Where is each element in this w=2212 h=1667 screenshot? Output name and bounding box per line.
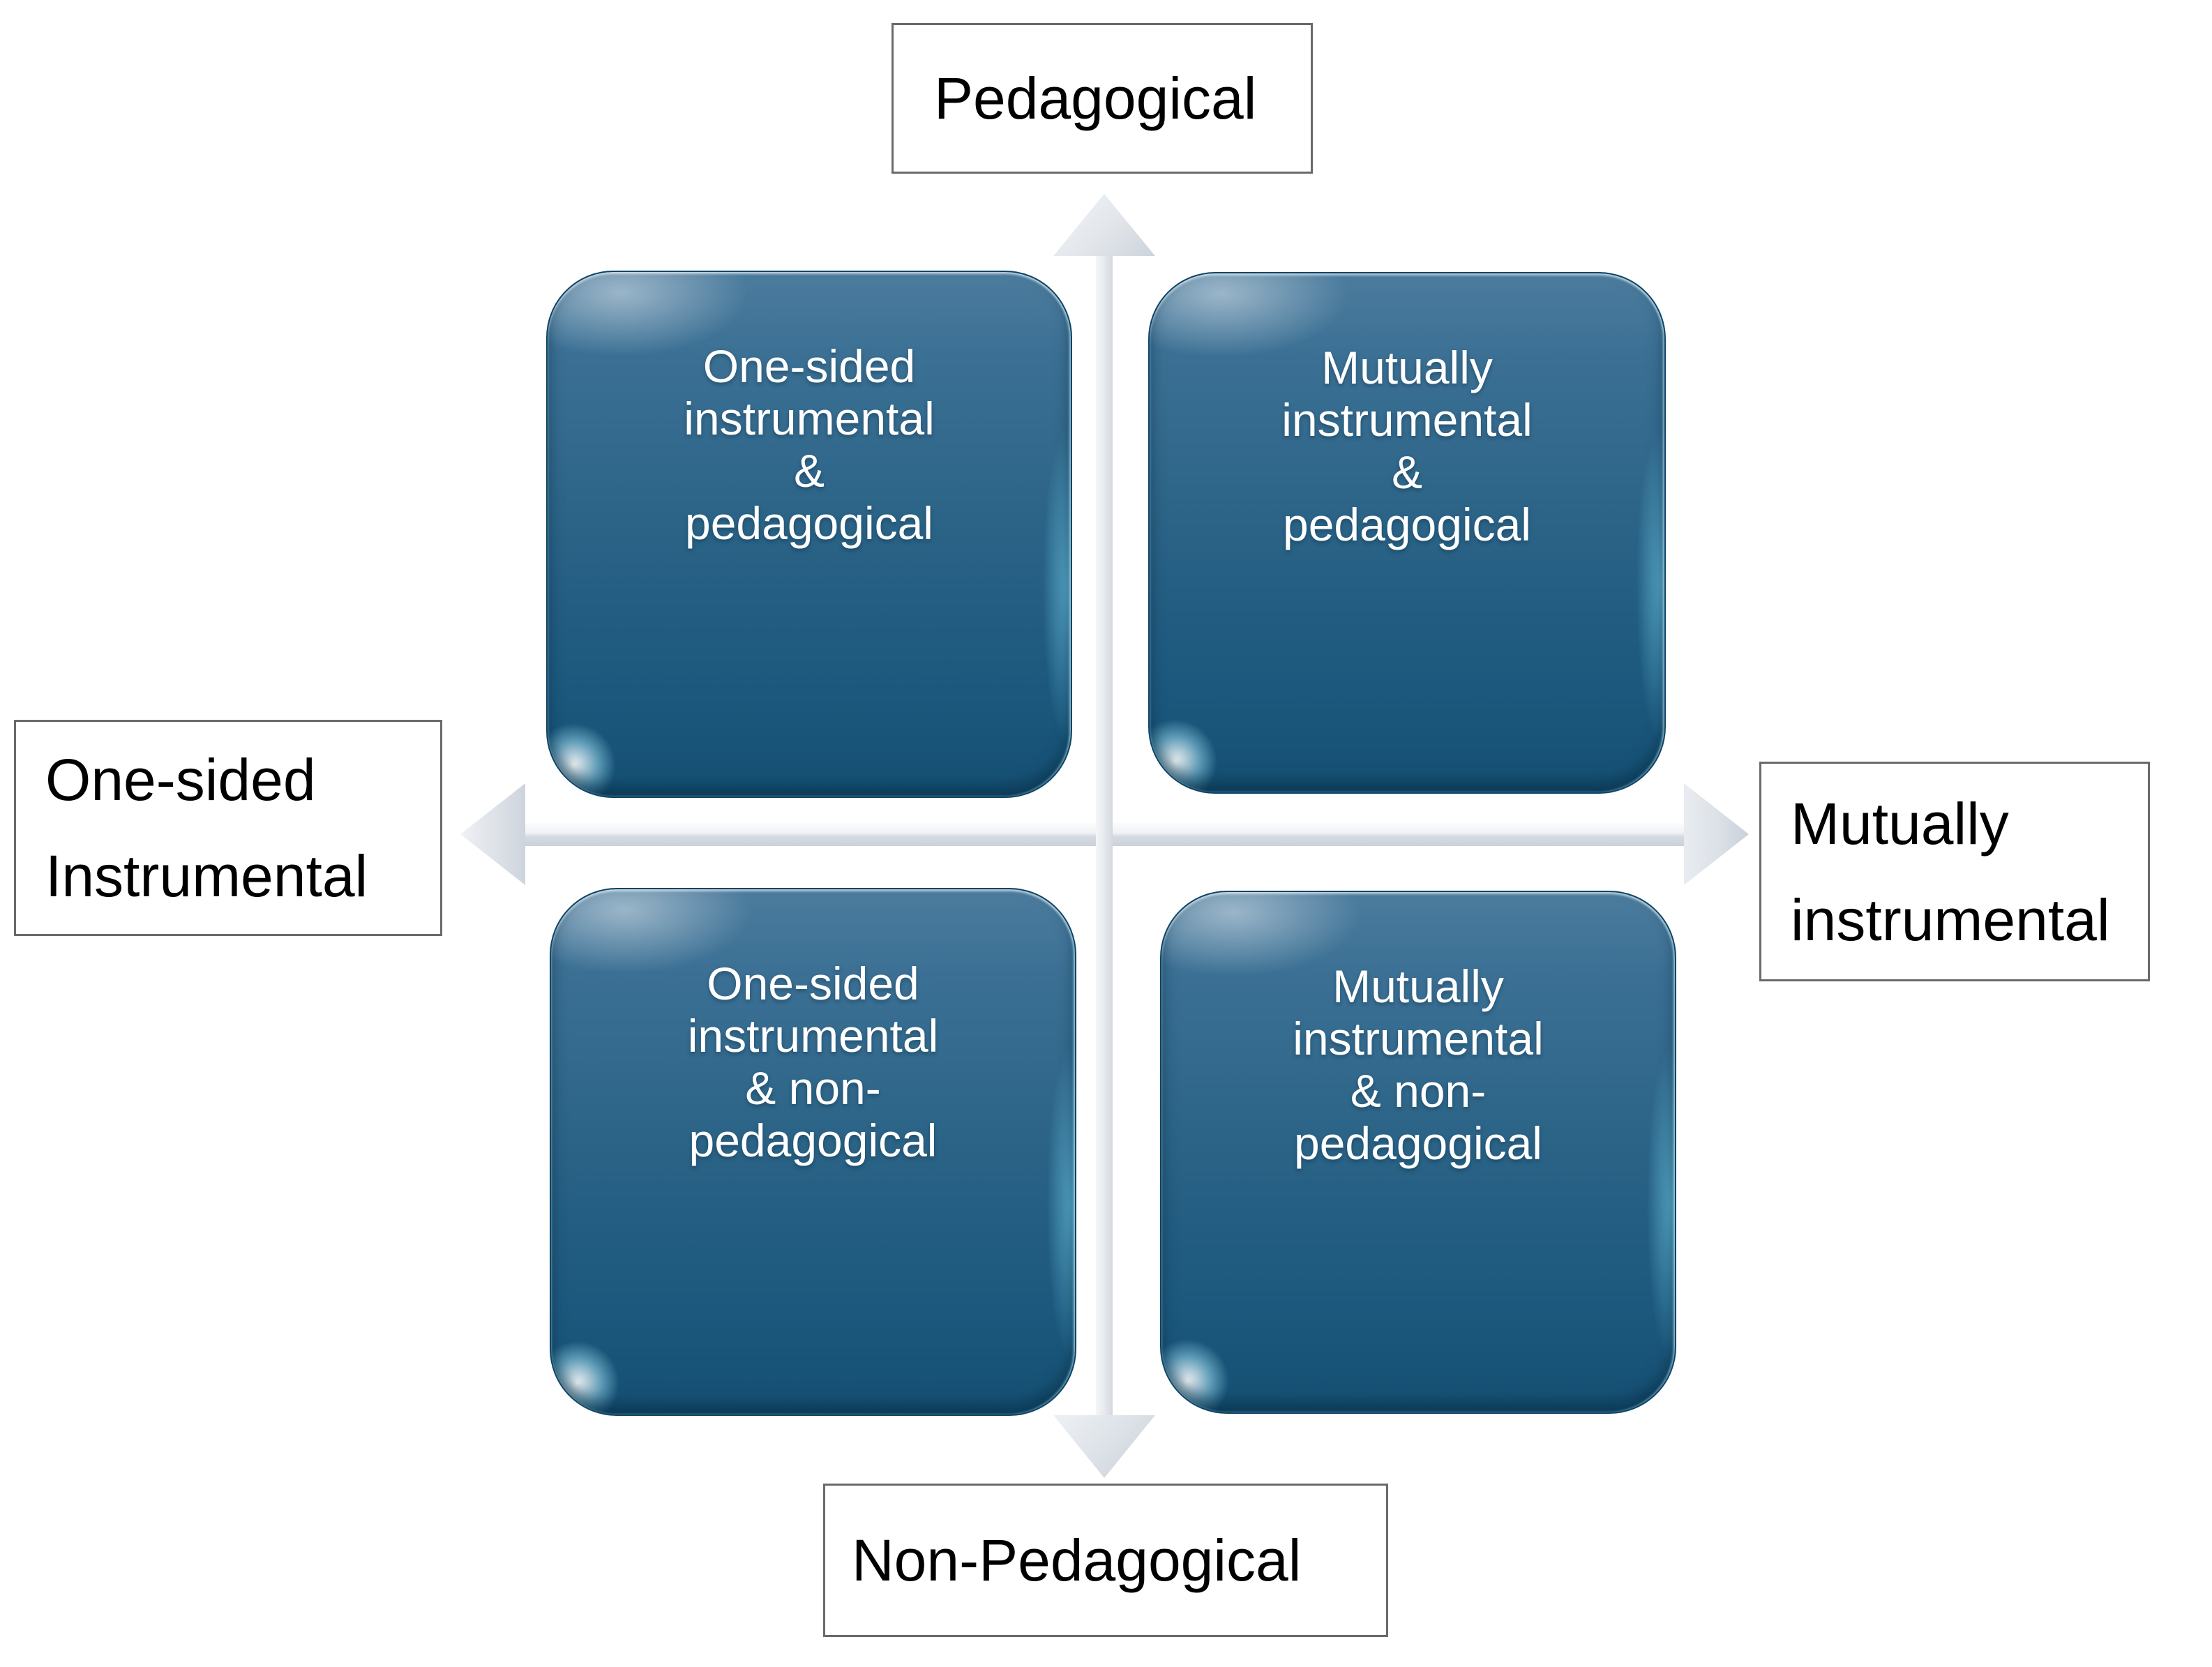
- quadrant-top-left-box: One-sided instrumental & pedagogical: [546, 271, 1072, 798]
- right-arrow-icon: [1684, 783, 1749, 885]
- quadrant-text-line: Mutually: [1321, 342, 1493, 393]
- axis-label-bottom: Non-Pedagogical: [823, 1484, 1388, 1637]
- quadrant-bottom-left-box: One-sided instrumental & non- pedagogica…: [550, 888, 1076, 1416]
- axis-label-text: instrumental: [1791, 887, 2110, 953]
- quadrant-text-line: pedagogical: [1294, 1117, 1542, 1169]
- quadrant-text-line: instrumental: [684, 393, 935, 444]
- quadrant-text-line: instrumental: [1293, 1013, 1544, 1064]
- left-arrow-icon: [460, 783, 525, 885]
- axis-label-left: One-sided Instrumental: [14, 720, 442, 936]
- quadrant-text-line: pedagogical: [685, 497, 933, 549]
- up-arrow-icon: [1053, 194, 1155, 256]
- quadrant-text-line: One-sided: [707, 958, 919, 1009]
- quadrant-top-right-box: Mutually instrumental & pedagogical: [1148, 272, 1666, 794]
- down-arrow-icon: [1053, 1415, 1155, 1478]
- quadrant-text-line: &: [793, 445, 825, 497]
- quadrant-text-line: pedagogical: [689, 1115, 938, 1166]
- axis-label-text: One-sided: [45, 747, 316, 813]
- quadrant-text-line: &: [1391, 446, 1423, 498]
- axis-label-text: Pedagogical: [934, 65, 1257, 131]
- quadrant-bottom-right-box: Mutually instrumental & non- pedagogical: [1160, 891, 1676, 1414]
- quadrant-text-line: instrumental: [1281, 394, 1533, 446]
- axis-label-text: Instrumental: [45, 843, 368, 909]
- quadrant-text-line: pedagogical: [1283, 499, 1531, 550]
- quadrant-text-line: Mutually: [1332, 960, 1504, 1012]
- axis-label-top: Pedagogical: [891, 23, 1313, 174]
- axis-label-right: Mutually instrumental: [1759, 762, 2150, 981]
- quadrant-text-line: One-sided: [702, 340, 916, 392]
- vertical-axis-line: [1096, 248, 1113, 1421]
- quadrant-text-line: instrumental: [687, 1010, 939, 1062]
- quadrant-text-line: & non-: [745, 1062, 881, 1114]
- axis-label-text: Mutually: [1791, 790, 2009, 857]
- quadrant-text-line: & non-: [1350, 1065, 1487, 1117]
- axis-label-text: Non-Pedagogical: [852, 1527, 1302, 1593]
